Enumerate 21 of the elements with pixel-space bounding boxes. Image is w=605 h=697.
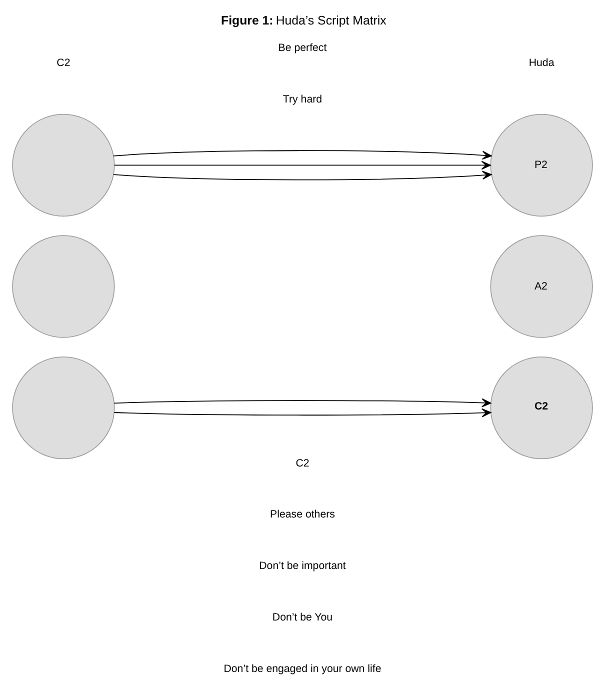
arrow: [113, 150, 492, 160]
node-circle: C2: [490, 356, 593, 460]
label: Don’t be important: [259, 560, 346, 572]
arrow: [114, 408, 492, 418]
node-circle: [12, 114, 115, 217]
label: Try hard: [282, 93, 322, 106]
diagram-title: Figure 1: Huda’s Script Matrix: [221, 14, 386, 28]
node-circle: [12, 235, 115, 338]
node-circle: [12, 356, 115, 460]
label: Be perfect: [278, 42, 327, 54]
arrow: [113, 170, 492, 180]
label: Please others: [270, 508, 335, 521]
node-circle: A2: [490, 235, 593, 338]
arrow: [114, 160, 491, 170]
arrow: [114, 398, 492, 408]
label: C2: [296, 457, 310, 470]
label: Don’t be You: [272, 611, 333, 624]
label: Huda: [528, 57, 554, 70]
node-circle: P2: [490, 114, 593, 217]
label: Don’t be engaged in your own life: [224, 662, 382, 675]
label: C2: [56, 57, 70, 70]
